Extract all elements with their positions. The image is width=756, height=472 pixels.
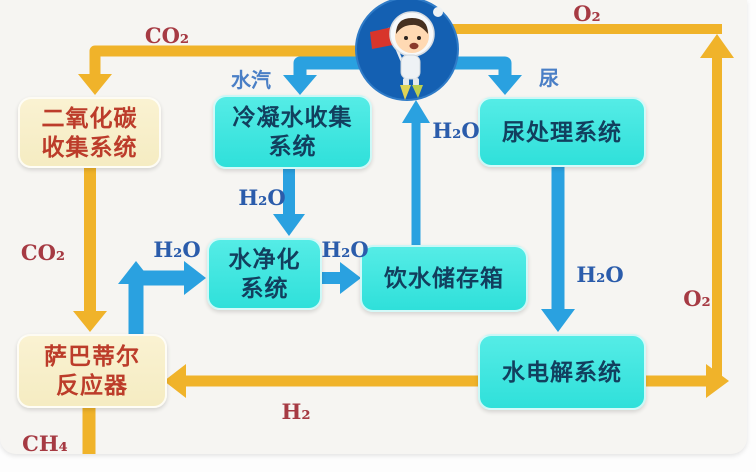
label-co2-left: CO₂ xyxy=(20,240,66,265)
jet-flame-right xyxy=(412,85,423,98)
box-condensate-line1: 冷凝水收集 xyxy=(232,104,353,130)
astronaut-eye-left xyxy=(404,36,408,40)
box-co2-collection-line2: 收集系统 xyxy=(41,133,138,160)
box-water-purifier-system: 水净化 系统 xyxy=(207,238,322,310)
label-h2o-condensate: H₂O xyxy=(238,185,286,210)
condensate-h2o-arrowhead xyxy=(273,214,305,236)
label-h2o-purifier: H₂O xyxy=(321,237,369,262)
box-urine-line1: 尿处理系统 xyxy=(502,118,622,145)
box-co2-collection-line1: 二氧化碳 xyxy=(41,104,138,131)
urine-arrowhead xyxy=(488,75,522,95)
astronaut-mouth xyxy=(409,42,419,50)
co2-down-arrowhead xyxy=(73,311,107,332)
label-h2o-exhale: H₂O xyxy=(432,118,480,143)
purifier-h2o-arrowhead xyxy=(340,262,361,294)
label-urine: 尿 xyxy=(539,68,559,90)
box-purifier-line1: 水净化 xyxy=(228,246,301,272)
box-urine-processor-system: 尿处理系统 xyxy=(478,97,646,167)
label-o2-top: O₂ xyxy=(573,1,601,26)
box-water-electrolysis-system: 水电解系统 xyxy=(478,334,646,410)
box-sabatier-reactor: 萨巴蒂尔 反应器 xyxy=(17,334,167,408)
label-h2o-urine: H₂O xyxy=(576,262,624,287)
h2-left-arrowhead xyxy=(164,364,186,398)
astronaut-hair xyxy=(396,18,428,34)
sabatier-h2o-right-arrowhead xyxy=(184,261,206,295)
vapor-arrowhead xyxy=(283,75,317,95)
label-co2-top: CO₂ xyxy=(144,23,190,48)
box-electrolysis-line1: 水电解系统 xyxy=(502,358,622,385)
vapor-arrow xyxy=(293,56,385,76)
astronaut-icon xyxy=(355,0,459,101)
label-ch4-bottom: CH₄ xyxy=(22,431,68,456)
box-co2-collection-system: 二氧化碳 收集系统 xyxy=(18,97,161,168)
astronaut-leg-left xyxy=(403,78,409,86)
label-h2o-sabatier: H₂O xyxy=(153,237,201,262)
astronaut-leg-right xyxy=(413,78,419,86)
box-tank-line1: 饮水储存箱 xyxy=(384,265,504,291)
box-sabatier-line1: 萨巴蒂尔 xyxy=(44,343,140,369)
urine-h2o-arrowhead xyxy=(541,309,575,332)
helmet-antenna xyxy=(433,7,443,17)
co2-top-arrowhead xyxy=(78,74,112,95)
box-condensate-line2: 系统 xyxy=(268,133,317,159)
astronaut-eye-right xyxy=(417,36,421,40)
box-purifier-line2: 系统 xyxy=(240,275,289,301)
label-h2-bottom: H₂ xyxy=(281,399,311,424)
jet-flame-left xyxy=(400,85,411,100)
label-o2-right: O₂ xyxy=(683,286,711,311)
astronaut-body xyxy=(400,54,421,80)
box-sabatier-line2: 反应器 xyxy=(56,372,128,398)
tank-h2o-arrowhead xyxy=(402,100,430,123)
box-drinking-water-tank: 饮水储存箱 xyxy=(360,245,528,312)
o2-up-arrowhead xyxy=(700,34,734,58)
o2-corner-arrowhead xyxy=(706,364,729,398)
label-water-vapor: 水汽 xyxy=(231,70,271,92)
box-condensate-collection-system: 冷凝水收集 系统 xyxy=(213,95,372,169)
co2-top-arrow xyxy=(89,45,410,76)
astronaut-face xyxy=(395,19,429,53)
